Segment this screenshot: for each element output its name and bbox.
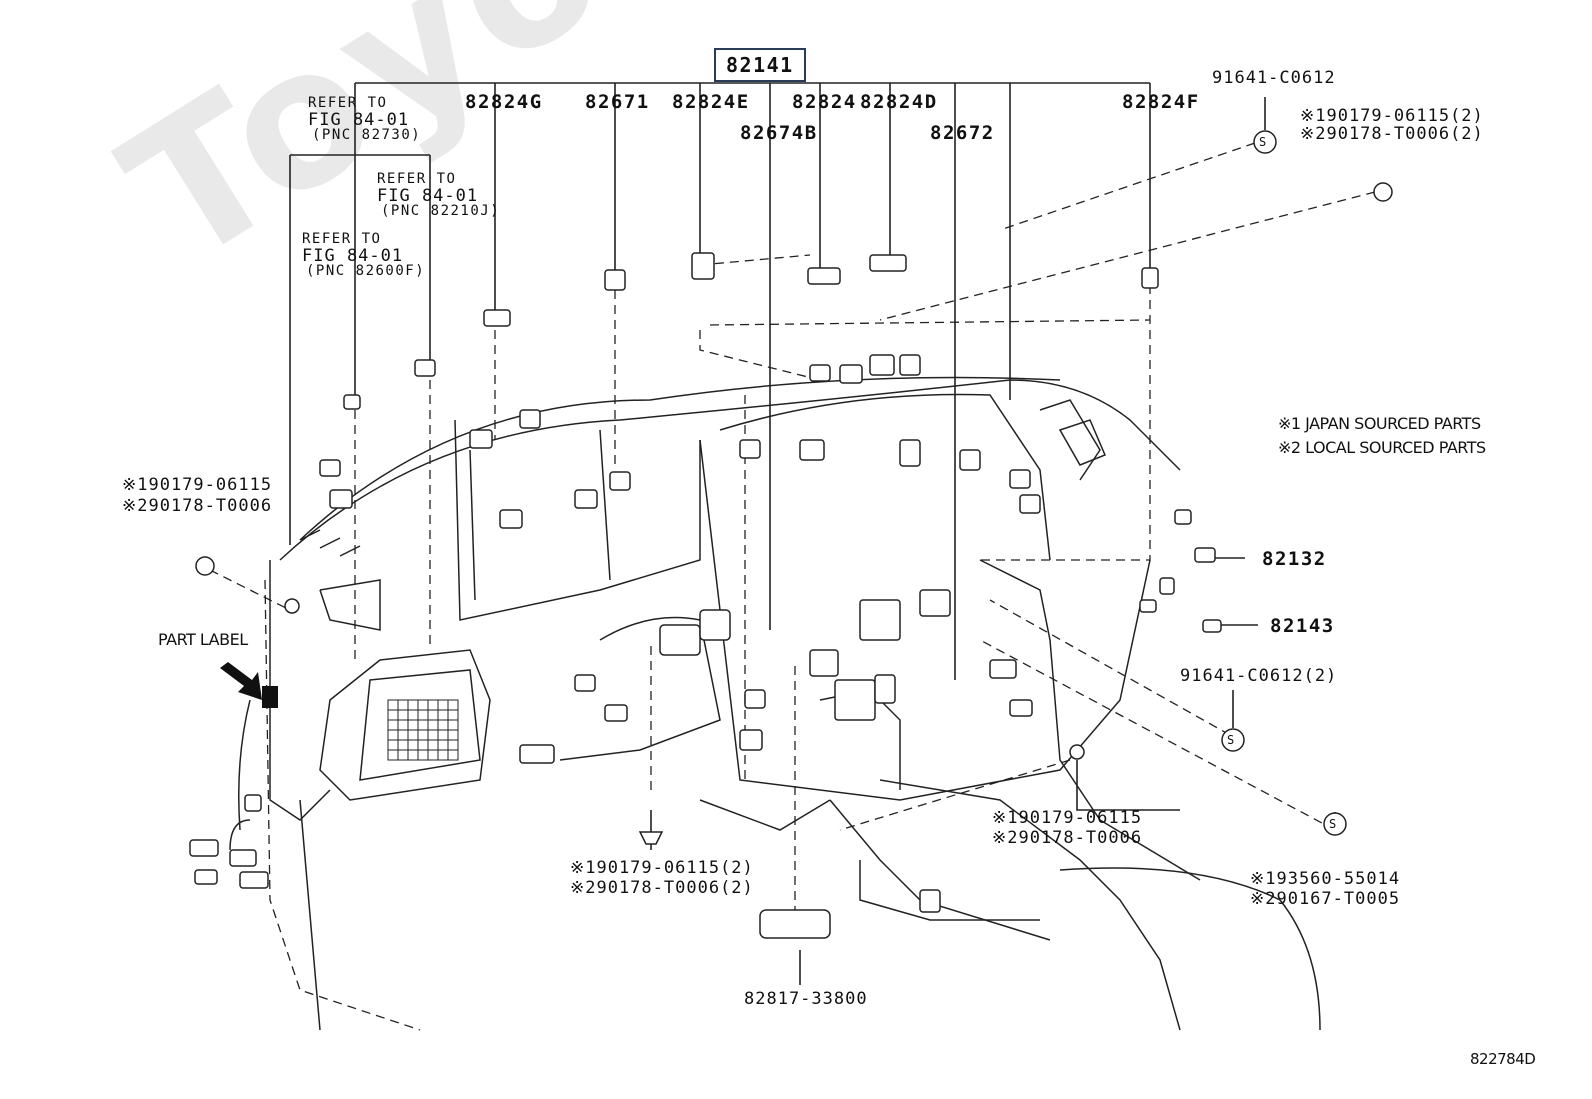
clip-290178-center: ※290178-T0006 — [992, 828, 1143, 848]
screw-91641-C0612-top: 91641-C0612 — [1212, 68, 1336, 88]
legend-local: ※2 LOCAL SOURCED PARTS — [1278, 438, 1486, 457]
part-82824G: 82824G — [465, 91, 543, 113]
part-82132: 82132 — [1262, 548, 1327, 570]
part-82824D: 82824D — [860, 91, 938, 113]
clip-290178-top-right: ※290178-T0006(2) — [1300, 124, 1484, 144]
screw-symbol-mid: S — [1227, 733, 1236, 747]
refer-3-line2: FIG 84-01 — [302, 246, 404, 266]
refer-2-line1: REFER TO — [377, 171, 457, 187]
main-part-number: 82141 — [714, 48, 806, 82]
clip-190179-left: ※190179-06115 — [122, 475, 273, 495]
refer-1-line2: FIG 84-01 — [308, 110, 410, 130]
refer-1-line1: REFER TO — [308, 95, 388, 111]
clip-190179-top-right: ※190179-06115(2) — [1300, 106, 1484, 126]
clip-290178-left: ※290178-T0006 — [122, 496, 273, 516]
part-82824: 82824 — [792, 91, 857, 113]
part-82143: 82143 — [1270, 615, 1335, 637]
part-82817-33800: 82817-33800 — [744, 989, 868, 1009]
part-82674B: 82674B — [740, 122, 818, 144]
screw-symbol-bottom: S — [1329, 817, 1338, 831]
clip-190179-bottom: ※190179-06115(2) — [570, 858, 754, 878]
part-label-text: PART LABEL — [158, 630, 248, 649]
screw-symbol-top: S — [1259, 135, 1268, 149]
refer-1-line3: (PNC 82730) — [312, 127, 422, 143]
clip-193560-bottom-right: ※193560-55014 — [1250, 869, 1401, 889]
part-82824E: 82824E — [672, 91, 750, 113]
part-82672: 82672 — [930, 122, 995, 144]
screw-91641-C0612-mid: 91641-C0612(2) — [1180, 666, 1338, 686]
diagram-code: 822784D — [1470, 1050, 1536, 1068]
refer-2-line2: FIG 84-01 — [377, 186, 479, 206]
clip-190179-center: ※190179-06115 — [992, 808, 1143, 828]
refer-3-line3: (PNC 82600F) — [306, 263, 426, 279]
refer-2-line3: (PNC 82210J) — [381, 203, 501, 219]
part-82671: 82671 — [585, 91, 650, 113]
legend-japan: ※1 JAPAN SOURCED PARTS — [1278, 414, 1481, 433]
part-82824F: 82824F — [1122, 91, 1200, 113]
clip-290178-bottom: ※290178-T0006(2) — [570, 878, 754, 898]
clip-290167-bottom-right: ※290167-T0005 — [1250, 889, 1401, 909]
refer-3-line1: REFER TO — [302, 231, 382, 247]
